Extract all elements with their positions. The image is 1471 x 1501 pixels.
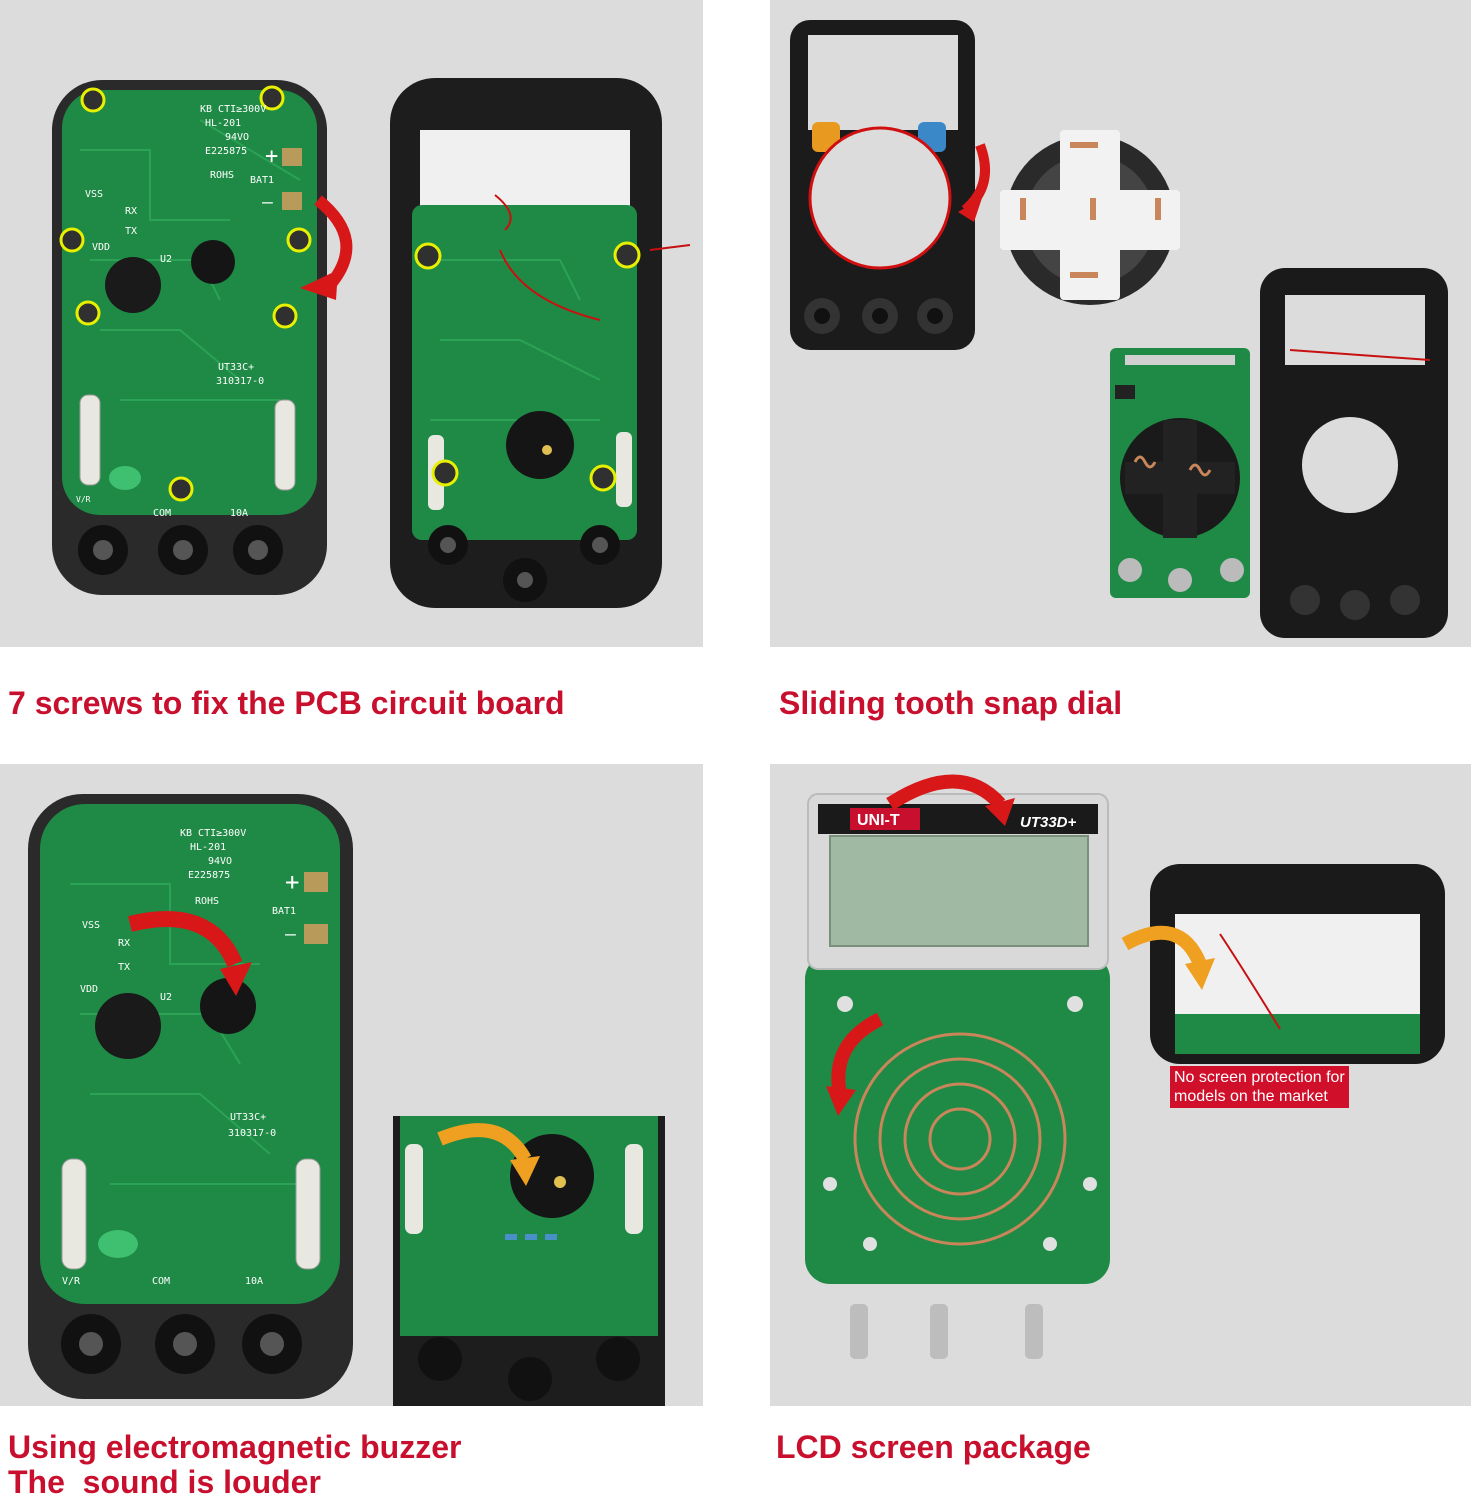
note-line-1: No screen protection for [1174,1069,1345,1086]
pcb-text-vss: VSS [85,189,103,200]
pcb-text-model: UT33C+ [218,362,254,373]
pcb-text-bat: BAT1 [250,175,274,186]
pcb2-text-10a: 10A [245,1276,263,1287]
pcb2-text-com: COM [152,1276,170,1287]
sliding-dial-illustration [790,20,1448,638]
pcb-text-e225875: E225875 [205,146,247,157]
pcb2-text-rohs: ROHS [195,896,219,907]
pcb2-text-vss: VSS [82,920,100,931]
pcb-text-tx: TX [125,226,137,237]
photo-pcb-screws: KB CTI≥300V HL-201 94VO E225875 ROHS + B… [0,0,703,647]
pcb-text-rohs: ROHS [210,170,234,181]
pcb2-text-94vo: 94VO [208,856,232,867]
note-line-2: models on the market [1174,1088,1328,1105]
pcb-text-10a: 10A [230,508,248,519]
lcd-package-illustration: UNI-T UT33D+ [805,774,1445,1359]
pcb-text-hl: HL-201 [205,118,241,129]
pcb2-text-u2: U2 [160,992,172,1003]
pcb2-text-vr: V/R [62,1276,81,1287]
pcb2-text-tx: TX [118,962,130,973]
pcb-screws-illustration: KB CTI≥300V HL-201 94VO E225875 ROHS + B… [52,78,691,608]
pcb2-text-vdd: VDD [80,984,98,995]
pcb-text-minus: — [262,192,273,213]
caption-pcb-screws: 7 screws to fix the PCB circuit board [8,685,565,721]
pcb2-text-hl: HL-201 [190,842,226,853]
brand-logo: UNI-T [857,812,900,829]
pcb-text-vr: V/R [76,495,91,504]
pcb-text-cti: KB CTI≥300V [200,104,266,115]
caption-sliding-dial: Sliding tooth snap dial [779,685,1123,721]
pcb2-text-rx: RX [118,938,130,949]
pcb2-text-bat: BAT1 [272,906,296,917]
caption-buzzer-line2: The sound is louder [8,1464,321,1500]
screen-protection-note: No screen protection for models on the m… [1170,1066,1349,1108]
caption-buzzer-line1: Using electromagnetic buzzer [8,1429,462,1465]
photo-sliding-dial [770,0,1471,647]
pcb-text-plus: + [265,144,278,169]
pcb2-text-date: 310317-0 [228,1128,276,1139]
pcb-text-date: 310317-0 [216,376,264,387]
photo-buzzer: KB CTI≥300V HL-201 94VO E225875 ROHS + B… [0,764,703,1406]
pcb-text-94vo: 94VO [225,132,249,143]
pcb2-text-minus: — [285,924,296,945]
pcb-text-com: COM [153,508,171,519]
caption-lcd-package: LCD screen package [776,1429,1091,1465]
pcb-text-u2: U2 [160,254,172,265]
model-label: UT33D+ [1020,814,1077,831]
pcb2-text-e225875: E225875 [188,870,230,881]
buzzer-illustration: KB CTI≥300V HL-201 94VO E225875 ROHS + B… [28,794,665,1406]
pcb2-text-model: UT33C+ [230,1112,266,1123]
pcb2-text-cti: KB CTI≥300V [180,828,246,839]
pcb-text-rx: RX [125,206,137,217]
pcb2-text-plus: + [285,868,299,896]
pcb-text-vdd: VDD [92,242,110,253]
photo-lcd-package: UNI-T UT33D+ No screen protection for mo… [770,764,1471,1406]
